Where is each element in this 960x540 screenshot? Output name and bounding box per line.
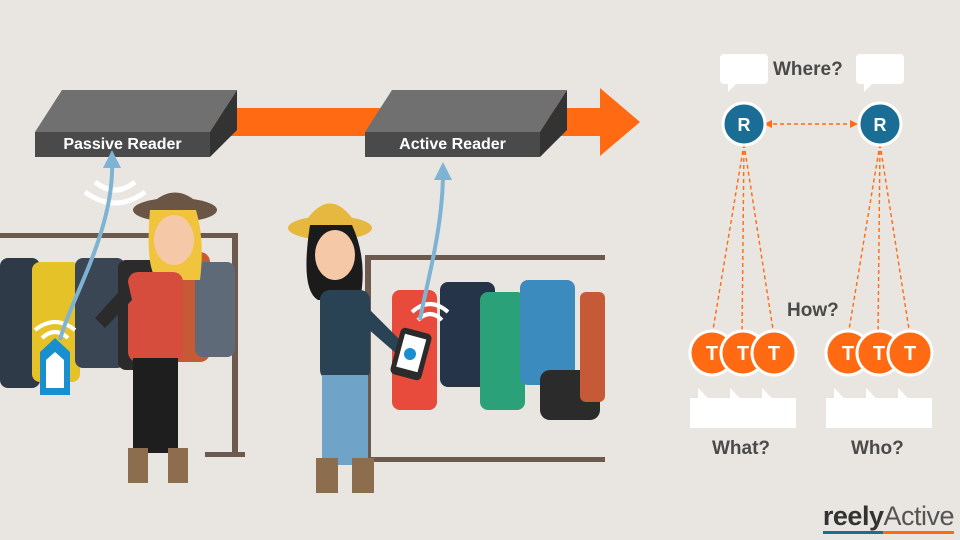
reader-node-1: R <box>721 101 767 147</box>
reader-signal-icon <box>83 179 147 206</box>
what-question: What? <box>712 438 771 459</box>
tag-node-letter: T <box>737 343 749 365</box>
speech-bubble-where-left <box>720 54 768 92</box>
signal-arrow-active <box>418 162 452 321</box>
person-left <box>95 192 217 483</box>
speech-bubble-who-3 <box>890 388 932 428</box>
reader-node-letter: R <box>874 115 887 135</box>
arrowhead-left <box>764 120 772 128</box>
reader-node-letter: R <box>738 115 751 135</box>
wifi-icon <box>33 320 77 340</box>
arrowhead-right <box>850 120 858 128</box>
speech-bubble-what-1 <box>690 388 724 428</box>
speech-bubble-where-right <box>856 54 904 92</box>
tag-node-what-3: T <box>750 329 798 377</box>
active-reader-box <box>365 90 567 157</box>
signal-arrow-passive <box>58 150 121 341</box>
reader-node-2: R <box>857 101 903 147</box>
speech-bubble-what-3 <box>754 388 796 428</box>
tag-node-who-3: T <box>886 329 934 377</box>
person-right <box>288 203 405 493</box>
how-question: How? <box>787 300 839 321</box>
where-question: Where? <box>773 59 843 80</box>
phone-icon <box>390 327 432 381</box>
tag-node-letter: T <box>768 343 780 365</box>
tag-node-letter: T <box>873 343 885 365</box>
active-reader-label: Active Reader <box>399 136 506 153</box>
left-clothing-rack <box>0 233 245 457</box>
tag-node-letter: T <box>904 343 916 365</box>
reelyactive-logo: reelyActive <box>822 501 954 534</box>
tag-node-letter: T <box>842 343 854 365</box>
speech-bubble-who-2 <box>858 388 892 428</box>
tag-node-letter: T <box>706 343 718 365</box>
diagram-links <box>711 123 911 337</box>
who-question: Who? <box>851 438 904 459</box>
passive-reader-label: Passive Reader <box>63 136 182 153</box>
passive-reader-box <box>35 90 237 157</box>
speech-bubble-what-2 <box>722 388 756 428</box>
passive-tag <box>40 338 70 395</box>
speech-bubble-who-1 <box>826 388 860 428</box>
